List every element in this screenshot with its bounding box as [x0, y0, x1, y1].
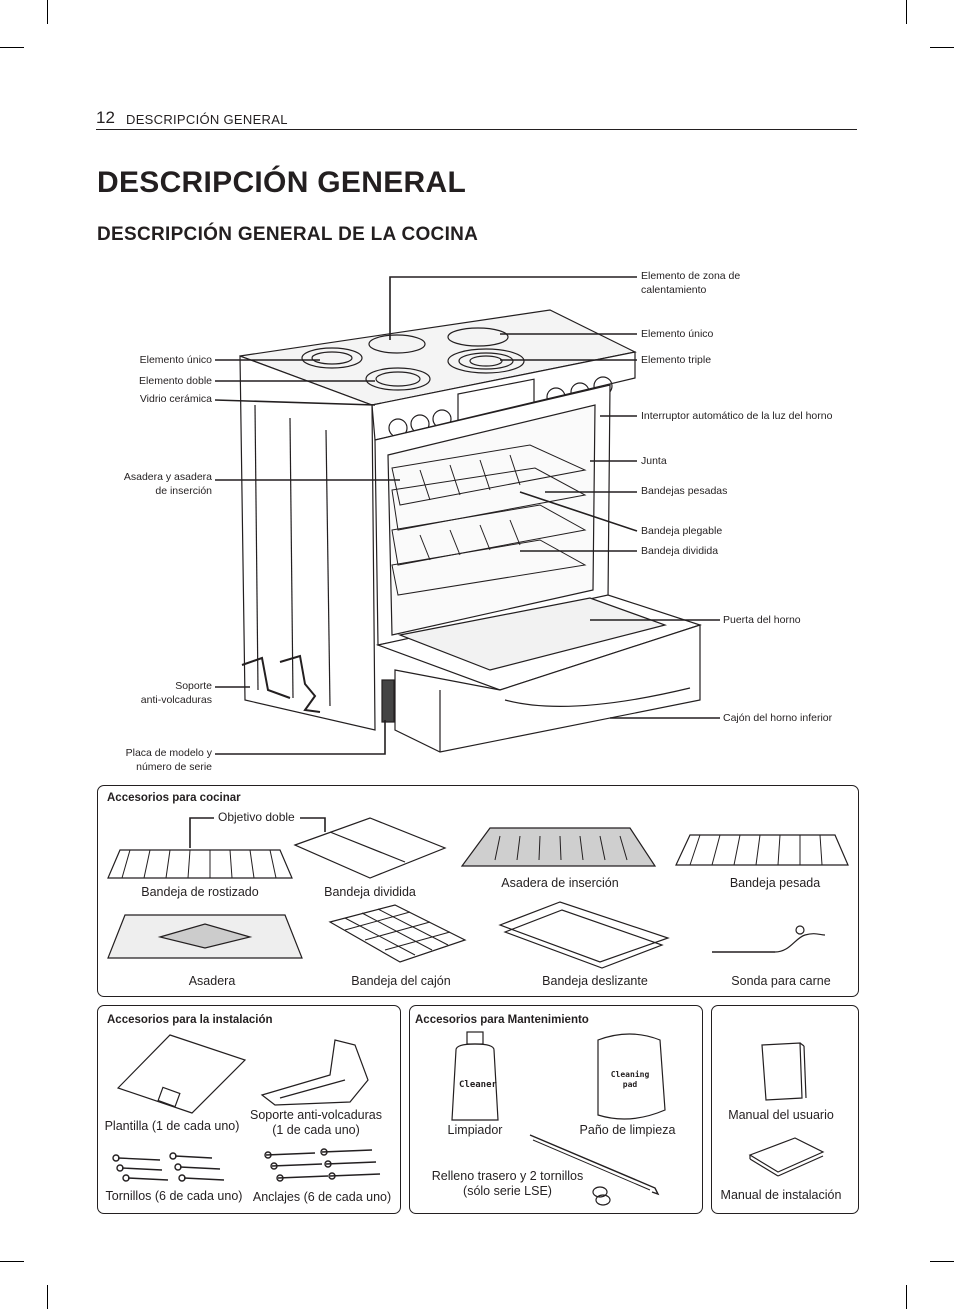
callout-puerta: Puerta del horno: [723, 614, 801, 626]
manuals-box: [711, 1005, 859, 1214]
page-title: DESCRIPCIÓN GENERAL: [97, 166, 467, 199]
cleaner-bottle-text: Cleaner: [459, 1080, 497, 1090]
callout-cajon: Cajón del horno inferior: [723, 712, 833, 724]
label-soporte-2: (1 de cada uno): [272, 1123, 360, 1137]
callout-bandeja-plegable: Bandeja plegable: [641, 525, 723, 537]
callout-elemento-triple: Elemento triple: [641, 354, 712, 366]
callout-elemento-unico-right: Elemento único: [641, 328, 714, 340]
callout-junta: Junta: [641, 455, 667, 467]
callout-zona-2: calentamiento: [641, 284, 707, 296]
label-pano-limpieza: Paño de limpieza: [579, 1123, 676, 1137]
label-manual-usuario: Manual del usuario: [728, 1108, 834, 1122]
cleaning-pad-text-2: pad: [622, 1080, 638, 1089]
label-relleno-1: Relleno trasero y 2 tornillos: [431, 1169, 584, 1183]
install-accessories-title: Accesorios para la instalación: [107, 1014, 273, 1026]
label-bandeja-pesada: Bandeja pesada: [729, 876, 821, 890]
label-asadera-insercion: Asadera de inserción: [501, 876, 619, 890]
callout-elemento-unico-left: Elemento único: [139, 354, 212, 366]
label-bandeja-cajon: Bandeja del cajón: [351, 974, 451, 988]
label-asadera: Asadera: [188, 974, 236, 988]
header-rule: [96, 129, 857, 130]
label-bandeja-rostizado: Bandeja de rostizado: [141, 885, 259, 899]
maintenance-accessories-box: [409, 1005, 703, 1214]
label-relleno-2: (sólo serie LSE): [463, 1184, 552, 1198]
crop-mark: [47, 1285, 48, 1309]
label-objetivo-doble: Objetivo doble: [218, 810, 295, 824]
callout-vidrio: Vidrio cerámica: [139, 393, 212, 405]
callout-bandeja-dividida: Bandeja dividida: [641, 545, 719, 557]
label-tornillos: Tornillos (6 de cada uno): [105, 1189, 243, 1203]
crop-mark: [0, 1261, 24, 1262]
install-accessories-box: [97, 1005, 401, 1214]
label-bandeja-deslizante: Bandeja deslizante: [542, 974, 648, 988]
crop-mark: [0, 47, 24, 48]
callout-placa-1: Placa de modelo y: [125, 747, 212, 759]
callout-asadera-1: Asadera y asadera: [123, 471, 212, 483]
callout-soporte-1: Soporte: [175, 680, 212, 692]
cooking-accessories-title: Accesorios para cocinar: [107, 792, 241, 804]
cleaning-pad-text-1: Cleaning: [610, 1070, 650, 1079]
label-manual-instalacion: Manual de instalación: [720, 1188, 842, 1202]
callout-asadera-2: de inserción: [155, 485, 212, 497]
label-sonda-carne: Sonda para carne: [731, 974, 831, 988]
label-bandeja-dividida: Bandeja dividida: [324, 885, 416, 899]
cooking-accessories-box: [97, 785, 859, 997]
maintenance-accessories-title: Accesorios para Mantenimiento: [415, 1014, 589, 1026]
page-number: 12: [96, 108, 115, 127]
crop-mark: [906, 0, 907, 24]
section-title: DESCRIPCIÓN GENERAL DE LA COCINA: [97, 224, 479, 245]
label-plantilla: Plantilla (1 de cada uno): [104, 1119, 240, 1133]
label-soporte-1: Soporte anti-volcaduras: [249, 1108, 383, 1122]
crop-mark: [906, 1285, 907, 1309]
callout-zona-1: Elemento de zona de: [641, 270, 741, 282]
callout-soporte-2: anti-volcaduras: [140, 694, 212, 706]
callout-bandejas-pesadas: Bandejas pesadas: [641, 485, 728, 497]
running-header: DESCRIPCIÓN GENERAL: [126, 112, 288, 127]
label-limpiador: Limpiador: [447, 1123, 503, 1137]
crop-mark: [930, 47, 954, 48]
callout-elemento-doble: Elemento doble: [139, 375, 212, 387]
label-anclajes: Anclajes (6 de cada uno): [252, 1190, 392, 1204]
callout-placa-2: número de serie: [136, 761, 212, 773]
callout-interruptor: Interruptor automático de la luz del hor…: [641, 410, 833, 422]
cleaning-pad-text: Cleaning pad: [610, 1070, 650, 1090]
crop-mark: [930, 1261, 954, 1262]
crop-mark: [47, 0, 48, 24]
